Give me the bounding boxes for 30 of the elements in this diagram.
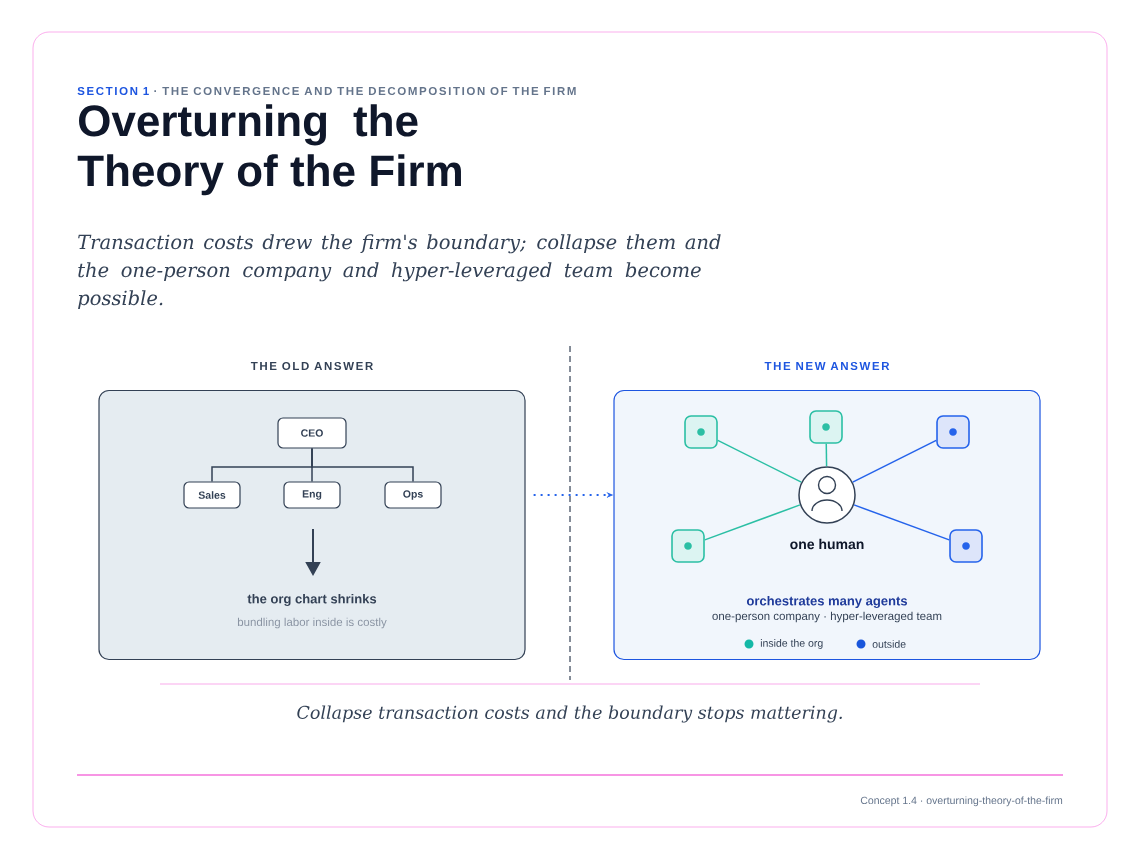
- panel-text: the org chart shrinks: [247, 593, 377, 607]
- legend-text: outside: [872, 640, 906, 648]
- org-box: Ops: [384, 481, 442, 509]
- connector: [704, 504, 801, 541]
- connector: [853, 504, 950, 541]
- panel-heading: THE NEW ANSWER: [764, 361, 890, 371]
- agent-box: [671, 529, 705, 563]
- title: Overturning the Theory of the Firm: [77, 104, 461, 196]
- subtitle: Transaction costs drew the firm's boundary; collapse them and the one-person company and hyper-leveraged team become possible.: [78, 234, 721, 310]
- section-label: SECTION 1: [77, 86, 149, 96]
- panel-heading: THE OLD ANSWER: [250, 361, 373, 371]
- caption: Collapse transaction costs and the boundary stops mattering.: [297, 705, 842, 723]
- panel-note: bundling labor inside is costly: [237, 617, 387, 629]
- agent-box: [936, 415, 970, 449]
- connector: [311, 447, 414, 483]
- agent-box: [809, 410, 843, 444]
- panel-note: one-person company · hyper-leveraged team: [712, 611, 942, 623]
- connector: [825, 443, 828, 467]
- agent-box: [949, 529, 983, 563]
- footer-text: Concept 1.4 · overturning-theory-of-the-firm: [860, 796, 1063, 807]
- org-box: Eng: [283, 481, 341, 509]
- agent-box: [684, 415, 718, 449]
- person-label: one human: [790, 538, 864, 550]
- connector: [717, 439, 803, 483]
- org-box: Sales: [183, 481, 241, 509]
- legend-text: inside the org: [760, 639, 823, 649]
- section-title: · THE CONVERGENCE AND THE DECOMPOSITION OF THE FIRM: [154, 86, 576, 96]
- connector: [851, 439, 937, 483]
- panel-text: orchestrates many agents: [746, 595, 907, 609]
- org-box: CEO: [277, 417, 347, 449]
